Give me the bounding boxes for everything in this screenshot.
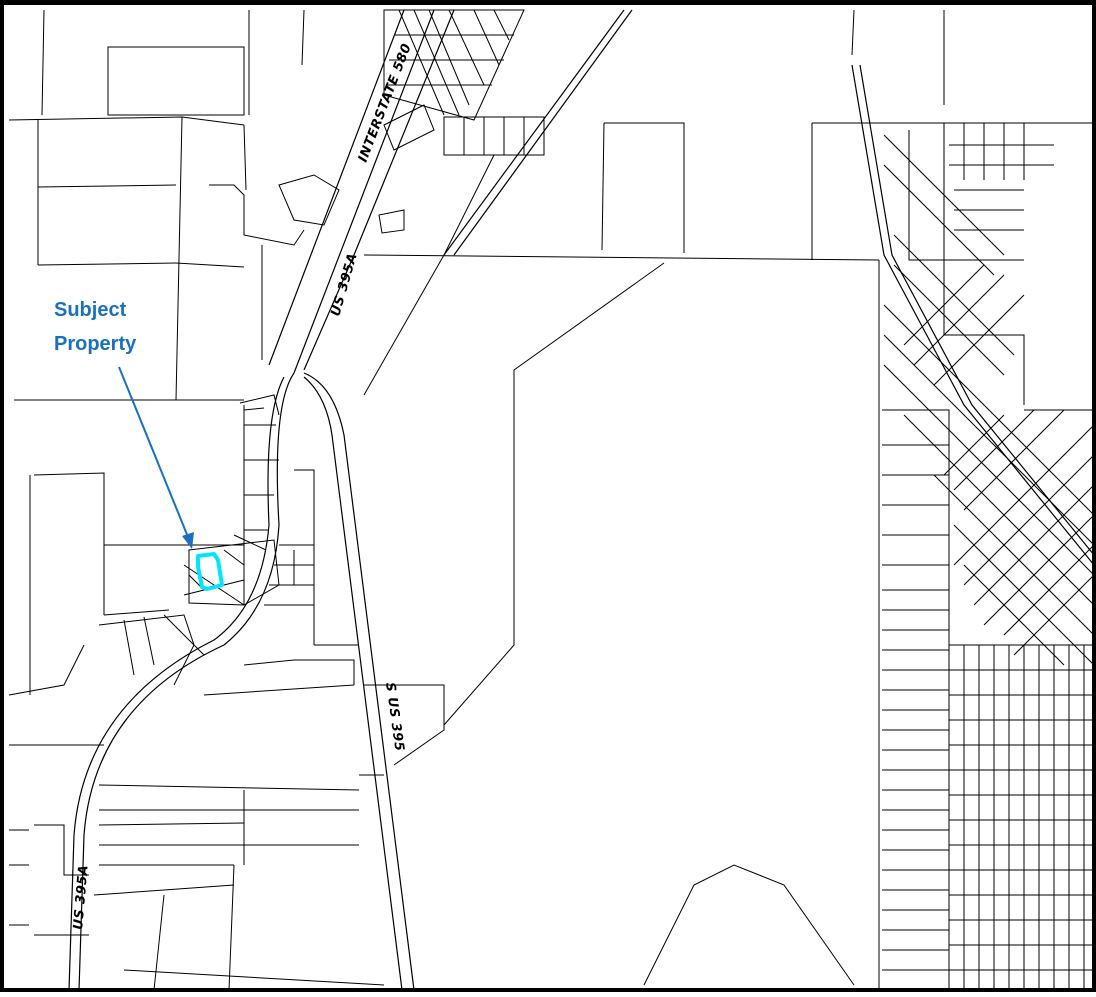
east-strip-parcels bbox=[882, 409, 950, 990]
parcels-near-subject bbox=[188, 394, 295, 606]
parcel-map[interactable]: INTERSTATE 580 US 395A US 395A S US 395 bbox=[4, 5, 1096, 997]
road-label-us-395a-north: US 395A bbox=[328, 251, 360, 318]
town-grid-north bbox=[278, 9, 545, 234]
callout-line-2: Property bbox=[54, 333, 137, 355]
subject-property-parcel[interactable] bbox=[196, 552, 224, 591]
road-label-us-395a-south: US 395A bbox=[71, 864, 92, 930]
parcel-boundaries-open-land bbox=[363, 9, 945, 990]
callout-arrow bbox=[118, 366, 194, 549]
highways bbox=[68, 9, 1095, 991]
subject-property-callout: Subject Property bbox=[54, 293, 136, 361]
parcel-boundaries-west bbox=[8, 9, 305, 926]
east-block-grid bbox=[949, 644, 1094, 990]
road-label-s-us-395: S US 395 bbox=[382, 681, 407, 752]
town-grid-east bbox=[811, 122, 1095, 666]
parcel-boundaries-southwest bbox=[34, 774, 385, 991]
callout-line-1: Subject bbox=[54, 299, 127, 321]
